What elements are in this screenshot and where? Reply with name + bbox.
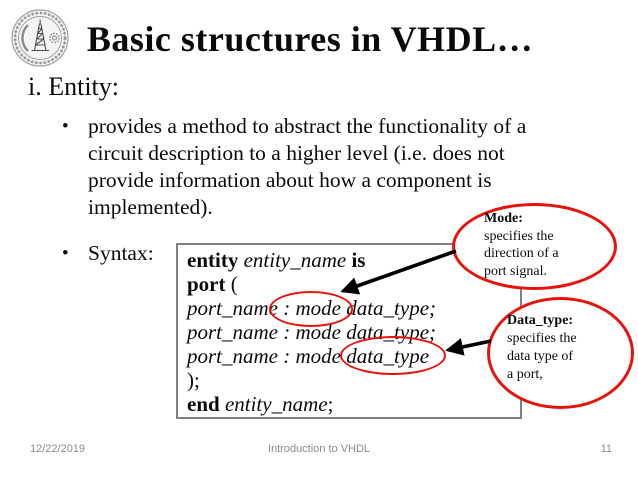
code-keyword: end — [187, 392, 225, 416]
code-line-port: port ( — [187, 272, 436, 296]
bullet-line: provides a method to abstract the functi… — [88, 114, 527, 138]
bullet-marker: • — [62, 243, 69, 264]
code-keyword: entity — [187, 248, 244, 272]
bullet-marker: • — [62, 116, 69, 137]
mode-callout-text: Mode: specifies the direction of a port … — [484, 210, 559, 280]
callout-line: specifies the — [507, 331, 577, 346]
vhdl-code: entity entity_name is port ( port_name :… — [187, 248, 436, 416]
code-identifier: entity_name — [224, 392, 328, 416]
code-keyword: is — [351, 248, 366, 272]
slide-title: Basic structures in VHDL… — [86, 19, 534, 59]
mode-highlight-ellipse — [269, 291, 353, 327]
datatype-callout-ellipse: Data_type: specifies the data type of a … — [487, 297, 634, 409]
syntax-label: Syntax: — [88, 241, 154, 265]
code-identifier: entity_name — [243, 248, 352, 272]
code-semicolon: ; — [327, 392, 334, 416]
page-number: 11 — [600, 443, 612, 455]
university-seal-logo — [11, 9, 69, 67]
callout-title: Mode: — [484, 211, 523, 226]
mode-callout-ellipse: Mode: specifies the direction of a port … — [452, 203, 617, 290]
bullet-line: implemented). — [88, 195, 213, 219]
callout-line: data type of — [507, 349, 574, 364]
code-line-entity: entity entity_name is — [187, 248, 436, 272]
section-heading: i. Entity: — [28, 72, 119, 101]
code-line-end: end entity_name; — [187, 392, 436, 416]
bullet-item-definition: • provides a method to abstract the func… — [62, 113, 526, 221]
bullet-definition-text: provides a method to abstract the functi… — [88, 113, 526, 221]
callout-line: direction of a — [484, 246, 559, 261]
footer-date: 12/22/2019 — [30, 443, 86, 455]
callout-line: specifies the — [484, 228, 554, 244]
footer-title: Introduction to VHDL — [267, 443, 371, 455]
datatype-highlight-ellipse — [340, 336, 446, 375]
code-paren: ( — [230, 272, 238, 296]
code-line-close-paren: ); — [187, 368, 200, 392]
callout-title: Data_type: — [507, 313, 574, 328]
datatype-callout-text: Data_type: specifies the data type of a … — [507, 312, 577, 384]
callout-line: a port, — [507, 367, 543, 382]
callout-line: port signal. — [484, 263, 547, 279]
bullet-line: circuit description to a higher level (i… — [88, 141, 505, 165]
bullet-item-syntax: • Syntax: — [62, 240, 154, 267]
code-keyword: port — [187, 272, 231, 296]
bullet-line: provide information about how a componen… — [88, 168, 492, 192]
